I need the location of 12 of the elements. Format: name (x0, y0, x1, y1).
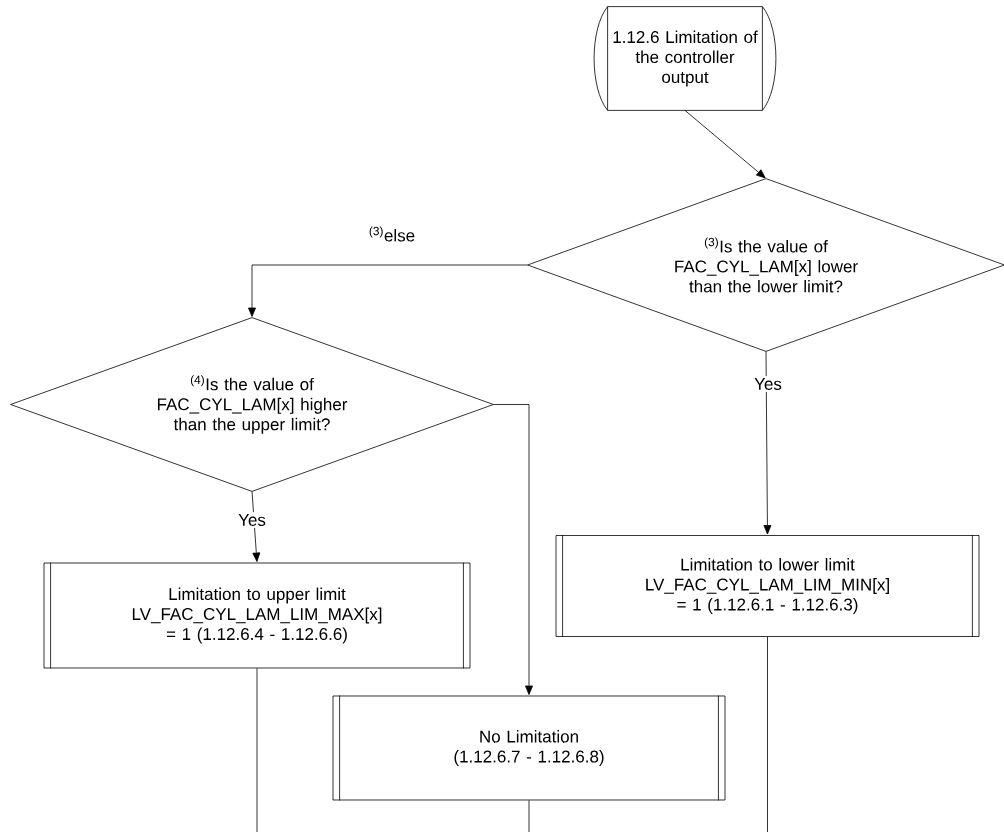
arrow (763, 351, 772, 535)
edge-label: Yes (236, 512, 268, 528)
edge-label: $^{(3)}$else (366, 224, 418, 244)
arrow (493, 404, 533, 695)
terminator-box: 1.12.6 Limitation of the controller output (593, 6, 777, 111)
arrow (251, 491, 261, 562)
process-box: Limitation to lower limit LV_FAC_CYL_LAM_LIM_MIN[x] = 1 (1.12.6.1 - 1.12.6.3) (555, 534, 980, 638)
process-box: No Limitation (1.12.6.7 - 1.12.6.8) (332, 695, 726, 801)
edge-label: Yes (752, 376, 784, 392)
arrow (684, 110, 766, 179)
arrow (248, 264, 528, 317)
process-box: Limitation to upper limit LV_FAC_CYL_LAM_LIM_MAX[x] = 1 (1.12.6.4 - 1.12.6.6) (43, 562, 471, 669)
